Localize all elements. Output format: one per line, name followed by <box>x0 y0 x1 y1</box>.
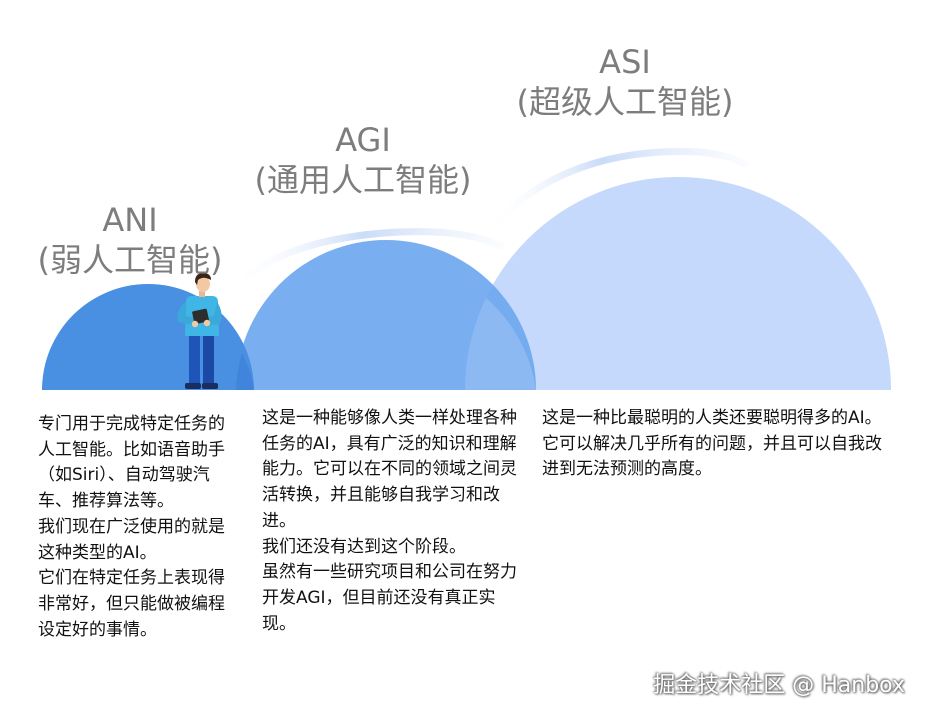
ani-dome <box>42 284 254 390</box>
agi-arc <box>224 228 504 300</box>
agi-title: AGI (通用人工智能) <box>238 120 488 200</box>
agi-description-paragraph: 我们还没有达到这个阶段。 <box>262 536 466 557</box>
ani-description-paragraph: 我们现在广泛使用的就是这种类型的AI。 <box>38 516 225 563</box>
agi-name: (通用人工智能) <box>254 161 472 199</box>
agi-description-paragraph: 虽然有一些研究项目和公司在努力开发AGI，但目前还没有真正实现。 <box>262 562 517 634</box>
asi-title: ASI (超级人工智能) <box>500 42 750 122</box>
ani-agi-overlap <box>236 353 254 390</box>
ani-description-paragraph: 它们在特定任务上表现得非常好，但只能做被编程设定好的事情。 <box>38 568 225 640</box>
agi-description: 这是一种能够像人类一样处理各种任务的AI，具有广泛的知识和理解能力。它可以在不同… <box>262 406 518 637</box>
watermark: 掘金技术社区 @ Hanbox <box>653 673 905 698</box>
agi-asi-overlap <box>465 298 536 390</box>
person-holding-tablet-icon <box>177 273 222 389</box>
asi-arc <box>482 148 749 238</box>
agi-description-paragraph: 这是一种能够像人类一样处理各种任务的AI，具有广泛的知识和理解能力。它可以在不同… <box>262 408 517 531</box>
ani-description: 专门用于完成特定任务的人工智能。比如语音助手（如Siri）、自动驾驶汽车、推荐算… <box>38 412 230 643</box>
ani-name: (弱人工智能) <box>37 241 223 279</box>
asi-description-paragraph: 这是一种比最聪明的人类还要聪明得多的AI。它可以解决几乎所有的问题，并且可以自我… <box>542 408 882 480</box>
ani-abbr: ANI <box>102 201 158 239</box>
ani-title: ANI (弱人工智能) <box>20 200 240 280</box>
asi-dome <box>465 177 891 390</box>
ani-description-paragraph: 专门用于完成特定任务的人工智能。比如语音助手（如Siri）、自动驾驶汽车、推荐算… <box>38 414 225 512</box>
asi-name: (超级人工智能) <box>516 83 734 121</box>
asi-description: 这是一种比最聪明的人类还要聪明得多的AI。它可以解决几乎所有的问题，并且可以自我… <box>542 406 894 483</box>
agi-dome <box>236 240 536 390</box>
asi-abbr: ASI <box>599 43 651 81</box>
agi-abbr: AGI <box>335 121 391 159</box>
